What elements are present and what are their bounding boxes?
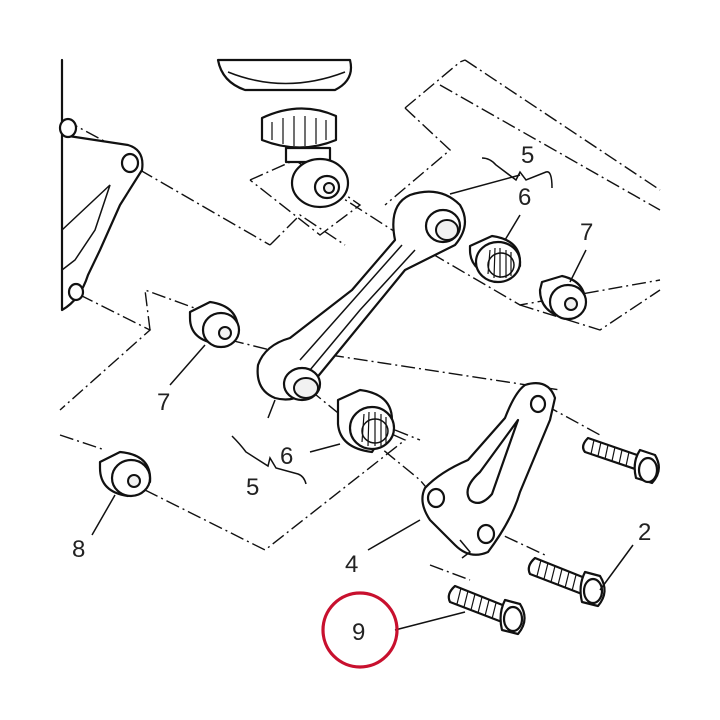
part-8-bushing <box>98 450 152 498</box>
leader-lines <box>91 174 634 631</box>
brace-top <box>481 157 553 189</box>
brace-bottom <box>231 435 307 485</box>
callout-6-bottom: 6 <box>280 443 293 470</box>
callout-8: 8 <box>72 536 85 563</box>
part-2-bolt <box>527 556 606 608</box>
bolt-upper-right <box>581 436 660 485</box>
shock-absorber <box>216 58 353 209</box>
callout-7-left: 7 <box>157 389 170 416</box>
part-9-bolt <box>447 584 526 636</box>
frame-bracket-left <box>58 58 144 312</box>
part-7-bushing-right <box>538 274 588 321</box>
callout-9: 9 <box>352 619 365 646</box>
callout-4: 4 <box>345 551 358 578</box>
part-6-needle-bearing-top <box>468 234 522 284</box>
callout-5-bottom: 5 <box>246 474 259 501</box>
part-6-needle-bearing-bottom <box>336 388 396 454</box>
callout-5-top: 5 <box>521 142 534 169</box>
callout-7-right: 7 <box>580 219 593 246</box>
part-4-bracket-plate <box>421 382 557 559</box>
callout-2: 2 <box>638 519 651 546</box>
part-5-linkage-rod <box>256 190 467 402</box>
callout-6-top: 6 <box>518 184 531 211</box>
highlight-ring <box>321 591 399 669</box>
part-7-bushing-left <box>188 300 241 349</box>
